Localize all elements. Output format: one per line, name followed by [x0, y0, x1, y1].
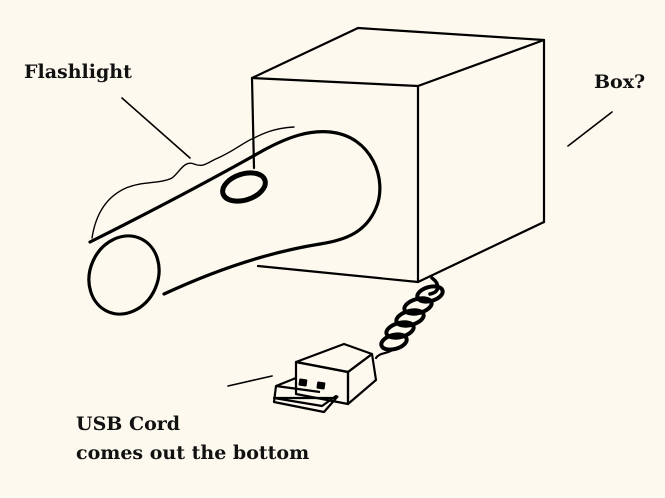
cord-tail	[374, 347, 396, 360]
box-label: Box?	[594, 71, 645, 93]
cord-coil-5	[379, 332, 409, 352]
flashlight-upper-outline	[88, 130, 332, 244]
hand-scribble	[91, 126, 295, 239]
box-front-left-edge	[250, 76, 256, 170]
flashlight-label: Flashlight	[24, 61, 132, 83]
box-bottom-front-edge	[256, 264, 420, 284]
usb-housing-top	[294, 342, 374, 374]
flashlight-button	[220, 170, 268, 204]
usb-hole-left	[298, 378, 308, 387]
usb-label-line2: comes out the bottom	[76, 442, 309, 464]
usb-metal-outline	[272, 376, 339, 414]
coiled-cord	[374, 276, 445, 360]
usb-label-line1: USB Cord	[76, 413, 180, 435]
usb-housing-side	[346, 352, 378, 406]
flashlight-head	[318, 130, 382, 246]
usb-pointer-line	[227, 375, 273, 387]
box-bottom-right-edge	[416, 220, 546, 284]
box-drawing	[250, 26, 546, 284]
box-pointer-line	[567, 111, 613, 147]
usb-metal-tip	[272, 394, 338, 408]
flashlight-pointer-line	[121, 97, 191, 159]
flashlight-lens	[87, 234, 161, 316]
flashlight-drawing	[87, 130, 382, 316]
box-top-face	[250, 26, 546, 88]
usb-plug	[272, 342, 378, 414]
flashlight-lower-outline	[162, 242, 322, 296]
usb-metal-edge	[275, 384, 321, 394]
usb-hole-right	[316, 381, 326, 390]
pointer-lines	[121, 97, 613, 387]
